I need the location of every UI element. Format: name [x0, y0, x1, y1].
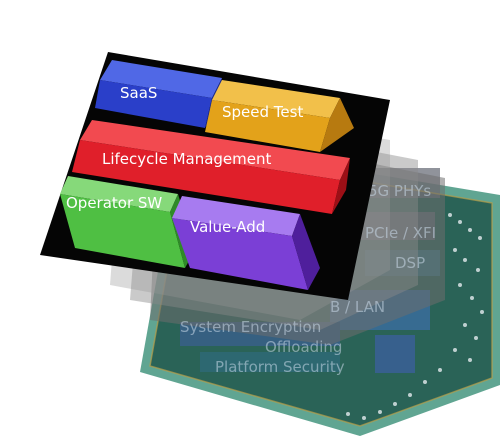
lifecycle-block: Lifecycle Management [72, 120, 350, 214]
value-add-block: Value-Add [172, 196, 320, 290]
speed-test-block: Speed Test [205, 80, 354, 152]
pcb-contact-pads [346, 213, 484, 420]
chip-label-lan: B / LAN [330, 298, 385, 316]
chip-label-system: System Encryption [180, 318, 321, 336]
chip-label-dsp: DSP [395, 254, 425, 272]
chip-label-offloading: Offloading [265, 338, 342, 356]
saas-block: SaaS [95, 60, 222, 128]
saas-label: SaaS [120, 84, 157, 102]
operator-sw-label: Operator SW [66, 194, 162, 212]
chip-labels: 5G PHYs PCIe / XFI DSP B / LAN System En… [180, 182, 436, 376]
chip-label-xfi: PCIe / XFI [365, 224, 436, 242]
chip-label-phys: 5G PHYs [368, 182, 431, 200]
lifecycle-label: Lifecycle Management [102, 150, 271, 168]
value-add-label: Value-Add [190, 218, 265, 236]
chip-label-platform-security: Platform Security [215, 358, 345, 376]
speed-test-label: Speed Test [222, 103, 303, 121]
